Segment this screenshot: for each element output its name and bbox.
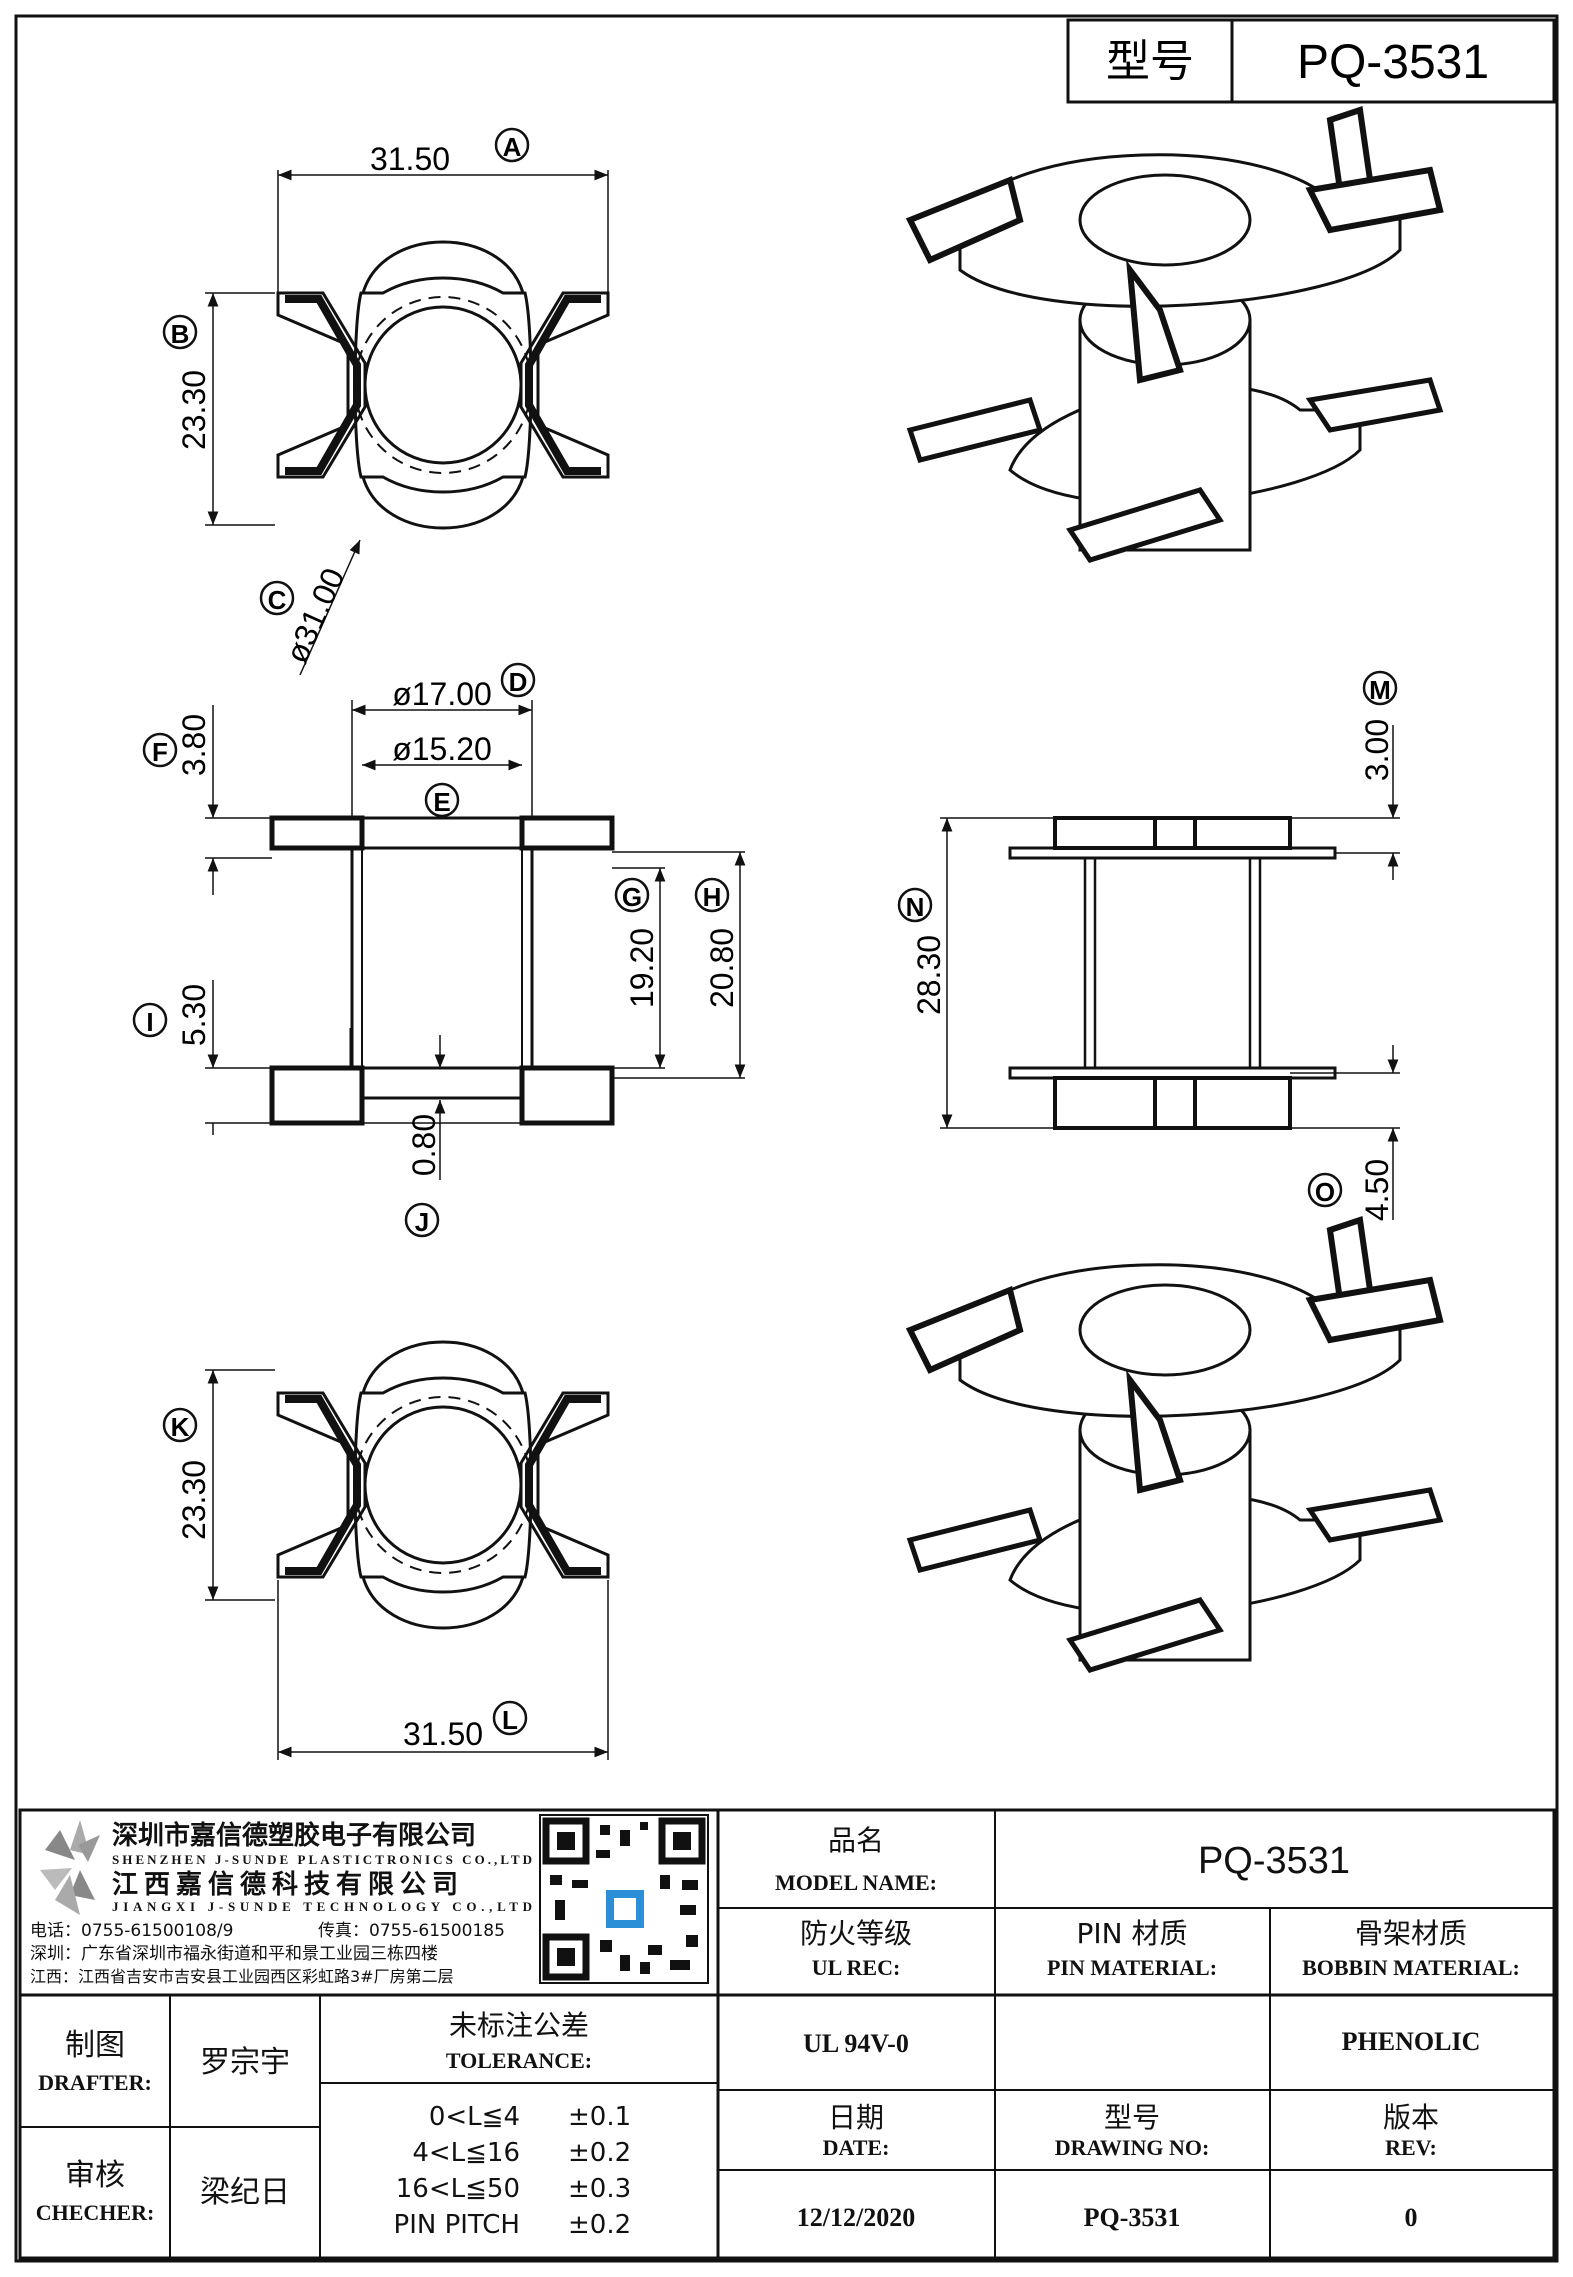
dim-g-letter: G [622,882,642,912]
header-model-label: 型号 [1106,36,1194,87]
isometric-view-bottom [910,1220,1440,1670]
bobbin-value: PHENOLIC [1342,2027,1481,2056]
tolerance-value: ±0.3 [568,2174,631,2204]
ul-value: UL 94V-0 [803,2029,909,2058]
dim-a-letter: A [503,132,522,162]
dim-g-value: 19.20 [624,928,660,1008]
tolerance-value: ±0.1 [568,2102,631,2132]
dim-i-value: 5.30 [176,984,212,1046]
model-name-label-en: MODEL NAME: [775,1870,937,1895]
date-label-cn: 日期 [828,2101,884,2134]
company-addr-jx: 江西：江西省吉安市吉安县工业园西区彩虹路3#厂房第二层 [30,1967,454,1986]
header-model-value: PQ-3531 [1297,36,1489,89]
bobbin-label-en: BOBBIN MATERIAL: [1302,1955,1520,1980]
drafter-label-en: DRAFTER: [38,2070,152,2095]
model-name-value: PQ-3531 [1198,1840,1350,1882]
dim-k-letter: K [171,1412,190,1442]
qr-code [539,1814,709,1984]
tolerance-range: 16<L≦50 [396,2174,520,2204]
tolerance-range: 4<L≦16 [412,2138,520,2168]
front-view: ø17.00 D ø15.20 E 3.80 F 19.20 G 20.80 H [132,662,746,1238]
company-tel: 电话：0755-61500108/9 [30,1921,233,1941]
side-view: 3.00 M 28.30 N 4.50 O [897,670,1400,1221]
dim-j-letter: J [415,1207,429,1237]
ul-label-cn: 防火等级 [800,1917,912,1950]
pin-label-en: PIN MATERIAL: [1047,1955,1217,1980]
dim-l-letter: L [502,1705,518,1735]
drawing-label-cn: 型号 [1104,2101,1160,2134]
dim-b-letter: B [171,319,190,349]
company-name-sz: 深圳市嘉信德塑胶电子有限公司 [112,1820,476,1851]
title-block-text: 品名 MODEL NAME: PQ-3531 防火等级 UL REC: PIN … [36,1824,1520,2232]
dim-m-letter: M [1369,675,1391,705]
tolerance-value: ±0.2 [568,2210,631,2240]
tolerance-range: PIN PITCH [394,2210,520,2240]
isometric-view-top [910,110,1440,560]
dim-d-letter: D [509,667,528,697]
dim-o-letter: O [1315,1177,1335,1207]
date-value: 12/12/2020 [797,2203,915,2232]
drawing-value: PQ-3531 [1084,2203,1181,2232]
dim-n-letter: N [906,892,925,922]
sheet-border [14,14,1559,2263]
drafter-label-cn: 制图 [65,2028,125,2063]
tolerance-label-cn: 未标注公差 [449,2009,589,2042]
company-name-jx: 江西嘉信德科技有限公司 [112,1870,464,1900]
dim-d-value: ø17.00 [392,676,492,712]
dim-c-value: ø31.00 [278,563,351,669]
tolerance-table: 0<L≦4 ±0.1 4<L≦16 ±0.2 16<L≦50 ±0.3 PIN … [394,2102,632,2240]
dim-o-value: 4.50 [1359,1159,1395,1221]
drafter-name: 罗宗宇 [200,2045,290,2080]
company-info: 深圳市嘉信德塑胶电子有限公司 SHENZHEN J-SUNDE PLASTICT… [30,1820,532,1986]
company-name-sz-en: SHENZHEN J-SUNDE PLASTICTRONICS CO.,LTD [112,1852,532,1867]
tolerance-range: 0<L≦4 [429,2102,520,2132]
dim-e-value: ø15.20 [392,731,492,767]
tolerance-label-en: TOLERANCE: [446,2048,592,2073]
drawing-label-en: DRAWING NO: [1055,2135,1210,2160]
dim-j-value: 0.80 [406,1114,442,1176]
company-logo [40,1820,100,1915]
title-block [18,1808,1556,2260]
checker-label-cn: 审核 [65,2158,125,2193]
top-view: 31.50 A 23.30 B ø31.00 C [162,127,608,676]
company-addr-sz: 深圳：广东省深圳市福永街道和平和景工业园三栋四楼 [30,1944,438,1964]
dim-c-letter: C [268,585,287,615]
dim-h-letter: H [703,882,722,912]
dim-n-value: 28.30 [911,935,947,1015]
pin-label-cn: PIN 材质 [1077,1917,1188,1950]
dim-e-letter: E [433,787,450,817]
bobbin-label-cn: 骨架材质 [1355,1917,1467,1950]
dim-f-letter: F [152,737,168,767]
dim-h-value: 20.80 [704,928,740,1008]
dim-l-value: 31.50 [403,1716,483,1752]
rev-label-en: REV: [1385,2135,1437,2160]
dim-m-value: 3.00 [1359,719,1395,781]
tolerance-value: ±0.2 [568,2138,631,2168]
dim-b-value: 23.30 [176,370,212,450]
model-name-label-cn: 品名 [828,1824,884,1857]
dim-i-letter: I [146,1007,153,1037]
dim-f-value: 3.80 [176,714,212,776]
rev-label-cn: 版本 [1383,2101,1439,2134]
date-label-en: DATE: [823,2135,890,2160]
checker-label-en: CHECHER: [36,2200,155,2225]
company-fax: 传真：0755-61500185 [318,1921,505,1941]
dim-k-value: 23.30 [176,1460,212,1540]
ul-label-en: UL REC: [812,1955,901,1980]
header-model-box: 型号 PQ-3531 [1066,18,1556,104]
rev-value: 0 [1405,2203,1418,2232]
checker-name: 梁纪日 [200,2175,290,2210]
bottom-view: 23.30 K 31.50 L [162,1342,608,1760]
dim-a-value: 31.50 [370,141,450,177]
company-name-jx-en: JIANGXI J-SUNDE TECHNOLOGY CO.,LTD [112,1899,532,1914]
